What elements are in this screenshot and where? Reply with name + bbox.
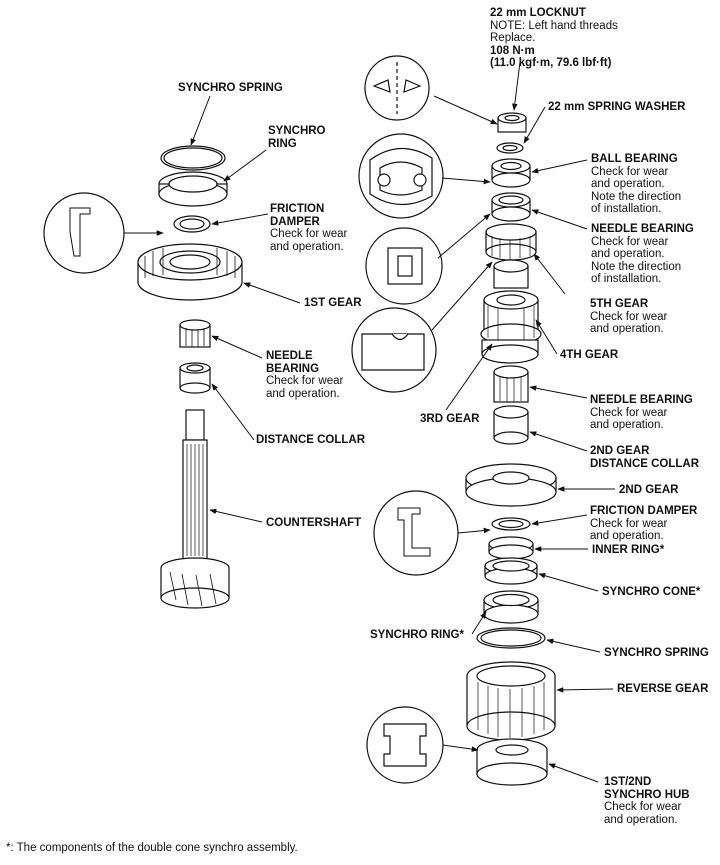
label-second-gear-collar: 2ND GEAR DISTANCE COLLAR bbox=[590, 445, 699, 470]
friction-damper-detail-circle bbox=[43, 192, 125, 274]
friction-damper-right-detail-circle bbox=[373, 490, 459, 576]
label-needle-bearing-top-title: NEEDLE BEARING bbox=[591, 223, 694, 235]
first-gear-part bbox=[137, 243, 243, 301]
label-synchro-spring-left: SYNCHRO SPRING bbox=[178, 82, 283, 94]
label-fifth-gear-l2: and operation. bbox=[590, 323, 664, 335]
label-needle-bearing-top-l3: Note the direction bbox=[591, 260, 682, 273]
label-second-gear-collar-t1: 2ND GEAR bbox=[590, 445, 650, 457]
label-synchro-hub-l2: and operation. bbox=[604, 813, 678, 826]
label-synchro-cone: SYNCHRO CONE* bbox=[602, 586, 701, 598]
label-needle-bearing-top-l2: and operation. bbox=[591, 248, 665, 260]
synchro-ring-left-part bbox=[158, 171, 228, 207]
ball-bearing-detail-circle bbox=[358, 133, 444, 219]
label-friction-damper-right-l1: Check for wear bbox=[590, 517, 668, 530]
label-ball-bearing-l3: Note the direction bbox=[591, 190, 682, 203]
label-locknut-replace: Replace. bbox=[490, 32, 536, 44]
spring-washer-part bbox=[496, 142, 524, 154]
label-fifth-gear: 5TH GEAR Check for wear and operation. bbox=[590, 298, 667, 336]
needle-bearing-left-part bbox=[179, 319, 211, 348]
label-synchro-spring-right: SYNCHRO SPRING bbox=[604, 647, 709, 659]
needle-bearing-top-part bbox=[491, 192, 531, 222]
label-needle-bearing-left-l1: Check for wear bbox=[266, 375, 344, 387]
label-countershaft: COUNTERSHAFT bbox=[266, 517, 362, 529]
label-synchro-ring-left-line1: SYNCHRO bbox=[268, 125, 326, 137]
label-spring-washer: 22 mm SPRING WASHER bbox=[548, 101, 686, 113]
reverse-gear-part bbox=[466, 661, 556, 741]
synchro-cone-part bbox=[484, 557, 538, 585]
label-needle-bearing-top-l1: Check for wear bbox=[591, 235, 669, 248]
label-ball-bearing-l4: of installation. bbox=[591, 203, 662, 215]
label-needle-bearing-mid-l1: Check for wear bbox=[590, 406, 668, 419]
label-friction-damper-right-l2: and operation. bbox=[590, 530, 664, 542]
label-ball-bearing-l1: Check for wear bbox=[591, 165, 669, 178]
label-fourth-gear: 4TH GEAR bbox=[560, 349, 619, 361]
needle-bearing-mid-part bbox=[493, 365, 529, 403]
label-needle-bearing-mid-l2: and operation. bbox=[590, 419, 664, 431]
label-friction-damper-left-t1: FRICTION bbox=[270, 203, 325, 215]
label-friction-damper-left-t2: DAMPER bbox=[270, 215, 320, 228]
label-inner-ring: INNER RING* bbox=[592, 544, 665, 556]
label-distance-collar: DISTANCE COLLAR bbox=[256, 434, 366, 446]
locknut-detail-circle bbox=[364, 55, 430, 121]
label-second-gear: 2ND GEAR bbox=[619, 484, 679, 496]
label-needle-bearing-left-t1: NEEDLE bbox=[266, 350, 313, 362]
fifth-gear-part bbox=[485, 223, 537, 261]
label-needle-bearing-mid-title: NEEDLE BEARING bbox=[590, 394, 693, 406]
third-gear-part bbox=[481, 339, 539, 364]
label-needle-bearing-mid: NEEDLE BEARING Check for wear and operat… bbox=[590, 394, 693, 432]
label-needle-bearing-left: NEEDLE BEARING Check for wear and operat… bbox=[266, 350, 343, 400]
label-synchro-ring-left-line2: RING bbox=[268, 137, 297, 150]
countershaft-part bbox=[160, 409, 230, 609]
needle-bearing-detail-circle bbox=[365, 227, 443, 305]
friction-damper-right-part bbox=[491, 517, 531, 531]
label-synchro-hub: 1ST/2ND SYNCHRO HUB Check for wear and o… bbox=[604, 776, 690, 826]
label-friction-damper-left-l1: Check for wear bbox=[270, 228, 348, 240]
label-needle-bearing-left-l2: and operation. bbox=[266, 387, 340, 400]
label-friction-damper-right-title: FRICTION DAMPER bbox=[590, 505, 698, 517]
label-fifth-gear-title: 5TH GEAR bbox=[590, 298, 649, 310]
label-needle-bearing-top-l4: of installation. bbox=[591, 273, 662, 285]
label-synchro-ring-right: SYNCHRO RING* bbox=[370, 629, 464, 641]
label-ball-bearing: BALL BEARING Check for wear and operatio… bbox=[591, 153, 681, 216]
label-locknut-note: NOTE: Left hand threads bbox=[490, 19, 618, 32]
inner-ring-part bbox=[488, 536, 534, 560]
label-locknut-title: 22 mm LOCKNUT bbox=[490, 7, 586, 19]
label-third-gear: 3RD GEAR bbox=[420, 413, 480, 425]
label-needle-bearing-left-t2: BEARING bbox=[266, 362, 320, 375]
second-gear-part bbox=[465, 463, 557, 507]
synchro-spring-left-part bbox=[160, 145, 226, 171]
label-synchro-hub-t1: 1ST/2ND bbox=[604, 776, 652, 788]
synchro-ring-right-part bbox=[483, 590, 539, 624]
label-friction-damper-right: FRICTION DAMPER Check for wear and opera… bbox=[590, 505, 697, 543]
label-friction-damper-left: FRICTION DAMPER Check for wear and opera… bbox=[270, 203, 347, 253]
fourth-gear-part bbox=[480, 290, 542, 345]
label-locknut: 22 mm LOCKNUT NOTE: Left hand threads Re… bbox=[490, 7, 618, 70]
label-friction-damper-left-l2: and operation. bbox=[270, 240, 344, 253]
label-second-gear-collar-t2: DISTANCE COLLAR bbox=[590, 457, 700, 470]
label-locknut-torque: 108 N·m bbox=[490, 44, 535, 57]
footnote: *: The components of the double cone syn… bbox=[6, 842, 298, 854]
label-ball-bearing-l2: and operation. bbox=[591, 178, 665, 190]
friction-damper-left-part bbox=[173, 215, 211, 233]
fifth-gear-detail-circle bbox=[351, 307, 437, 393]
label-ball-bearing-title: BALL BEARING bbox=[591, 153, 678, 165]
label-locknut-torque-alt: (11.0 kgf·m, 79.6 lbf·ft) bbox=[490, 57, 612, 69]
label-reverse-gear: REVERSE GEAR bbox=[617, 683, 709, 695]
second-gear-collar-part bbox=[493, 405, 529, 445]
ball-bearing-part bbox=[491, 158, 531, 188]
label-synchro-ring-left: SYNCHRO RING bbox=[268, 125, 326, 150]
label-needle-bearing-top: NEEDLE BEARING Check for wear and operat… bbox=[591, 223, 694, 286]
label-synchro-hub-l1: Check for wear bbox=[604, 801, 682, 813]
label-synchro-hub-t2: SYNCHRO HUB bbox=[604, 788, 690, 801]
locknut-part bbox=[497, 112, 527, 133]
label-first-gear: 1ST GEAR bbox=[304, 297, 362, 309]
synchro-spring-right-part bbox=[476, 627, 546, 649]
synchro-hub-detail-circle bbox=[366, 706, 444, 784]
label-fifth-gear-l1: Check for wear bbox=[590, 310, 668, 323]
fifth-needle-part bbox=[493, 259, 529, 289]
distance-collar-part bbox=[179, 362, 211, 394]
synchro-hub-part bbox=[476, 738, 548, 786]
